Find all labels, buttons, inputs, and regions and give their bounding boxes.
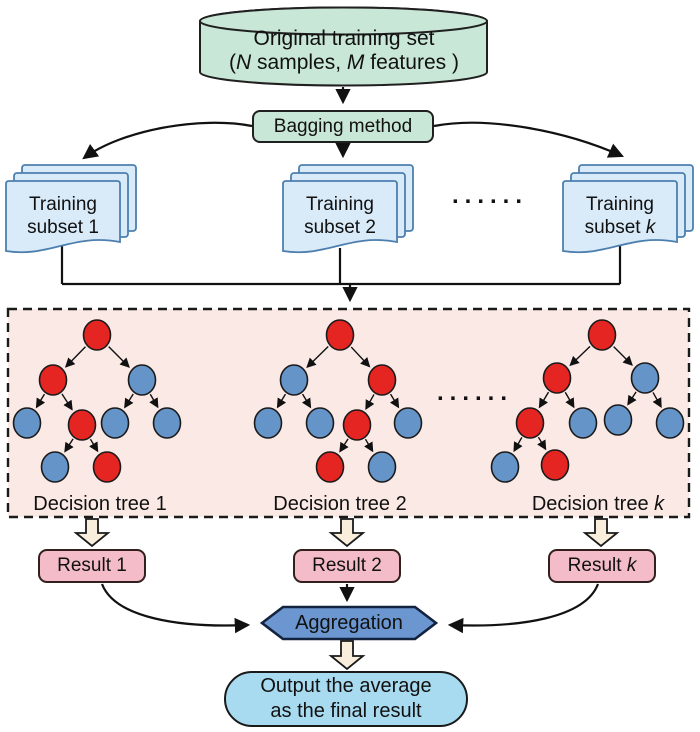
ellipsis-trees: ...... [436, 379, 513, 406]
tree-2-node-blue [393, 407, 423, 439]
tree-edge [569, 345, 591, 367]
tree-1-node-blue [40, 451, 70, 483]
result-1-box: Result 1 [38, 549, 146, 583]
tree-3-node-red [542, 362, 572, 394]
tree-3-node-red [587, 319, 617, 351]
doc-page-front-subset-1 [5, 180, 121, 254]
tree-edge [613, 346, 633, 366]
result-2-label: Result 2 [312, 555, 382, 576]
tree-1-node-red [38, 364, 68, 396]
doc-page-front-subset-3 [562, 180, 678, 254]
tree-edge [124, 393, 134, 409]
output-line1: Output the average [260, 675, 432, 697]
tree-1-node-blue [100, 407, 130, 439]
tree-3-node-red [515, 407, 545, 439]
tree-edge [89, 438, 99, 453]
dynamic-shapes [5, 164, 694, 671]
tree-2-node-red [367, 364, 397, 396]
tree-2-node-blue [253, 407, 283, 439]
tree-edge [564, 391, 575, 409]
training-subset-1-label: Training subset 1 [6, 193, 120, 239]
tree-edge [537, 436, 547, 451]
tree-edge [108, 346, 130, 368]
result-2-box: Result 2 [293, 549, 401, 583]
tree-edge [652, 392, 662, 409]
tree-3-node-blue [630, 362, 660, 394]
doc-page-front-subset-2 [282, 180, 398, 254]
tree-edge [538, 391, 550, 409]
training-subset-2-label: Training subset 2 [283, 193, 397, 239]
tree-2-node-blue [367, 451, 397, 483]
tree-edge [64, 438, 74, 453]
decision-tree-k-label: Decision tree k [531, 493, 665, 515]
arrow-bagging-to-subset1 [82, 121, 253, 160]
tree-1-node-red [82, 319, 112, 351]
bagging-method-label: Bagging method [273, 115, 413, 137]
tree-edge [350, 346, 371, 368]
tree-edge [306, 346, 329, 369]
tree-3-node-blue [490, 451, 520, 483]
block-arrow-forest-to-result-2 [328, 518, 366, 548]
tree-edge [64, 346, 86, 368]
subsetk-line1: Training [586, 194, 654, 215]
cylinder-line1: Original training set [253, 27, 435, 50]
block-arrow-forest-to-result-3 [582, 518, 620, 548]
subsetk-line2: subset k [584, 217, 656, 238]
tree-3-node-blue [568, 407, 598, 439]
subset2-line1: Training [306, 194, 374, 215]
tree-edge [149, 393, 159, 409]
subset1-line2: subset 1 [27, 217, 99, 238]
tree-edge [365, 394, 375, 411]
tree-edge [364, 438, 374, 453]
cylinder-line2: (N samples, M features ) [229, 51, 459, 74]
ellipsis-subsets: ...... [451, 182, 528, 209]
tree-edge [513, 437, 523, 453]
tree-edge [339, 438, 349, 453]
tree-3-node-blue [603, 404, 633, 436]
subset-bus-line [60, 246, 622, 286]
tree-2-node-red [342, 409, 372, 441]
arrow-resultk-to-aggregation [447, 583, 600, 634]
tree-edge [301, 393, 312, 409]
result-k-label: Result k [567, 555, 637, 576]
tree-edge [35, 393, 46, 409]
output-line2: as the final result [270, 700, 422, 722]
tree-1-node-red [67, 409, 97, 441]
tree-1-node-blue [152, 407, 182, 439]
arrow-bagging-to-subsetk [433, 121, 625, 158]
tree-2-node-red [325, 319, 355, 351]
result-k-box: Result k [548, 549, 656, 583]
tree-2-node-red [315, 451, 345, 483]
tree-edge [389, 393, 400, 409]
training-set-cylinder-top [199, 6, 488, 36]
block-arrow-forest-to-result-1 [73, 518, 111, 548]
bagging-method-box: Bagging method [252, 110, 434, 143]
subset2-line2: subset 2 [304, 217, 376, 238]
decision-tree-1-label: Decision tree 1 [33, 493, 167, 515]
tree-edge [61, 393, 73, 411]
tree-edge [627, 391, 637, 406]
output-box: Output the average as the final result [224, 671, 468, 727]
tree-1-node-blue [127, 364, 157, 396]
decision-tree-2-label: Decision tree 2 [273, 493, 407, 515]
subset1-line1: Training [29, 194, 97, 215]
result-1-label: Result 1 [57, 555, 127, 576]
tree-2-node-blue [305, 407, 335, 439]
training-subset-k-label: Training subset k [563, 193, 677, 239]
tree-3-node-blue [655, 407, 685, 439]
tree-2-node-blue [279, 364, 309, 396]
aggregation-hexagon [259, 605, 439, 641]
arrow-result1-to-aggregation [100, 583, 251, 634]
tree-3-node-red [540, 449, 570, 481]
aggregation-label: Aggregation [295, 612, 403, 634]
tree-1-node-red [92, 451, 122, 483]
tree-edge [276, 393, 287, 409]
tree-1-node-blue [12, 407, 42, 439]
block-arrow-aggregation-to-output [328, 640, 366, 671]
